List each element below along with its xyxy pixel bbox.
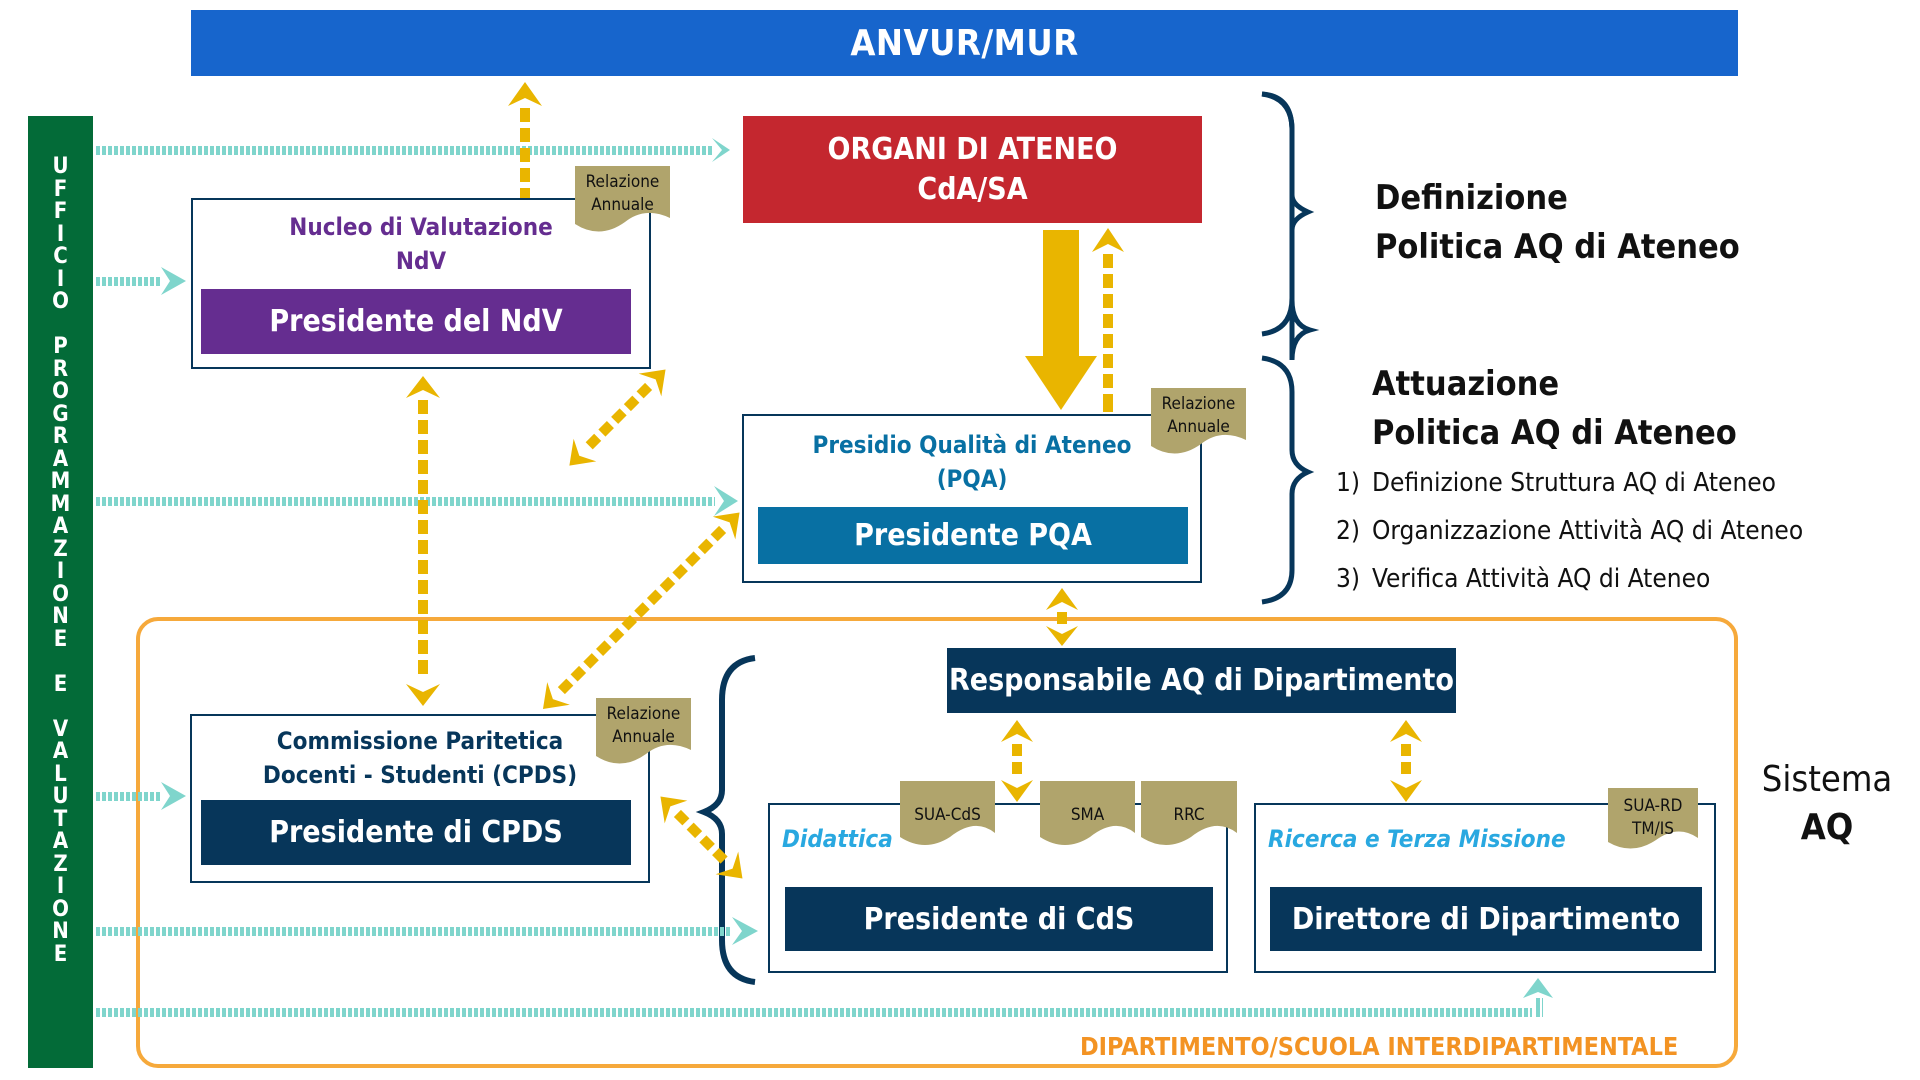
pqa-to-organi <box>1092 228 1124 412</box>
sidebar-letter: T <box>53 806 68 832</box>
department-label: DIPARTIMENTO/SCUOLA INTERDIPARTIMENTALE <box>1080 1032 1679 1061</box>
sidebar-letter: G <box>52 401 69 427</box>
sidebar-letter: R <box>52 424 69 449</box>
ricerca-title: Ricerca e Terza Missione <box>1268 825 1566 853</box>
presidente-cpds: Presidente di CPDS <box>201 800 631 865</box>
brace-attuazione <box>1261 355 1315 605</box>
presidente-cds: Presidente di CdS <box>785 887 1213 951</box>
sidebar-letter: M <box>50 491 71 517</box>
sidebar-letter: O <box>52 896 69 922</box>
anvur-title: ANVUR/MUR <box>850 22 1079 64</box>
sidebar-letter: E <box>53 941 68 967</box>
organi-subtitle: CdA/SA <box>917 171 1028 207</box>
presidio-qualita-box: Presidio Qualità di Ateneo (PQA) Preside… <box>742 414 1202 583</box>
brace-definizione <box>1261 91 1320 361</box>
sidebar-letter: Z <box>53 851 68 877</box>
sidebar-letter: U <box>52 784 69 809</box>
doc-sma: SMA <box>1040 781 1135 853</box>
organi-title: ORGANI DI ATENEO <box>827 131 1118 167</box>
sidebar-gap <box>51 651 71 674</box>
sidebar-letter: O <box>52 581 69 607</box>
presidente-pqa: Presidente PQA <box>758 507 1188 564</box>
cpds-title: Commissione Paritetica Docenti - Student… <box>262 727 578 789</box>
sidebar-letter: N <box>52 604 69 629</box>
sidebar-letter: E <box>53 671 68 697</box>
attuazione-list: 1)Definizione Struttura AQ di Ateneo 2)O… <box>1336 459 1803 603</box>
ndv-title: Nucleo di Valutazione NdV <box>289 213 553 275</box>
sidebar-letter: R <box>52 356 69 382</box>
sidebar-letter: P <box>53 334 68 359</box>
sidebar-letter: I <box>56 221 65 247</box>
sidebar-letter: I <box>56 266 65 292</box>
organi-di-ateneo-box: ORGANI DI ATENEO CdA/SA <box>743 116 1202 223</box>
sidebar-letter: O <box>52 379 69 404</box>
sidebar-letter: N <box>52 919 69 944</box>
anvur-mur-banner: ANVUR/MUR <box>191 10 1738 76</box>
sidebar-letter: A <box>52 829 69 854</box>
doc-sua-cds: SUA-CdS <box>900 781 995 853</box>
doc-rrc: RRC <box>1141 781 1237 853</box>
sidebar-letter: A <box>52 446 69 472</box>
sidebar-letter: F <box>53 199 68 224</box>
list-item: 1)Definizione Struttura AQ di Ateneo <box>1336 468 1776 498</box>
ndv-pqa-arrow <box>569 369 666 466</box>
sidebar-letter: A <box>52 514 69 539</box>
sidebar-letter: E <box>53 626 68 652</box>
sidebar-gap <box>51 314 71 337</box>
sidebar-letter: M <box>50 469 71 494</box>
sidebar-letter: A <box>52 739 69 764</box>
didattica-box: Didattica Presidente di CdS <box>768 803 1228 973</box>
sidebar-letter: O <box>52 289 69 314</box>
sidebar-letter: V <box>52 716 69 742</box>
brace-definizione-full <box>1261 91 1315 337</box>
sidebar-letter: I <box>56 559 65 584</box>
direttore-dipartimento: Direttore di Dipartimento <box>1270 887 1702 951</box>
sidebar-letter: U <box>52 154 69 179</box>
sidebar-letter: I <box>56 874 65 899</box>
pqa-title: Presidio Qualità di Ateneo (PQA) <box>812 431 1132 493</box>
sidebar-letter: C <box>53 244 68 269</box>
responsabile-aq-dipartimento: Responsabile AQ di Dipartimento <box>947 648 1456 713</box>
department-container <box>136 617 1738 1068</box>
sidebar-gap <box>51 696 71 719</box>
list-item: 2)Organizzazione Attività AQ di Ateneo <box>1336 516 1804 546</box>
sidebar-letter: F <box>53 176 68 202</box>
cpds-box: Commissione Paritetica Docenti - Student… <box>190 714 650 883</box>
sidebar-letter: L <box>54 761 67 787</box>
didattica-title: Didattica <box>782 825 893 853</box>
sidebar-letter: Z <box>53 536 68 562</box>
presidente-ndv: Presidente del NdV <box>201 289 631 354</box>
nucleo-di-valutazione-box: Nucleo di Valutazione NdV Presidente del… <box>191 198 651 369</box>
list-item: 3)Verifica Attività AQ di Ateneo <box>1336 564 1711 594</box>
ndv-to-anvur <box>508 82 542 198</box>
